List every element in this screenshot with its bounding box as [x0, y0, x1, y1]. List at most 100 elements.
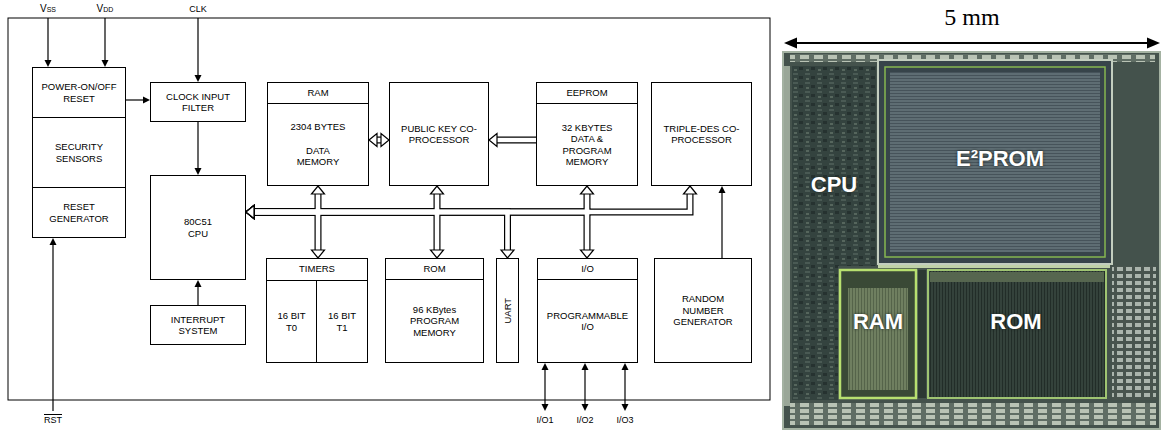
block-box: I/O PROGRAMMABLE I/O [537, 258, 638, 363]
arrow-head [542, 363, 549, 370]
ram-array [848, 288, 908, 390]
block-box: PUBLIC KEY CO-PROCESSOR [389, 82, 489, 186]
arrow-head [246, 206, 254, 219]
block-box: ROM96 KBytes PROGRAM MEMORY [385, 258, 484, 363]
arrow-head [102, 60, 109, 67]
pin-label: VSS [40, 3, 56, 15]
block-label: RANDOM NUMBER GENERATOR [668, 293, 738, 327]
pad-column [784, 66, 790, 406]
arrow-head [582, 404, 589, 411]
pin-wire [47, 18, 48, 61]
bus-connector [252, 212, 318, 252]
region-label: RAM [853, 309, 903, 334]
rom-array [928, 270, 1106, 398]
bus-inner [252, 212, 318, 252]
arrow-head [501, 250, 514, 258]
block-label: DATA MEMORY [285, 145, 351, 168]
block-box: POWER-ON/OFF RESET [32, 67, 126, 118]
block-label: TRIPLE-DES CO-PROCESSOR [659, 123, 745, 146]
block-body: PROGRAMMABLE I/O [538, 280, 637, 362]
bus-inner [252, 192, 690, 212]
bus-inner [252, 212, 587, 252]
arrow-head [246, 206, 254, 219]
block-heading: I/O [538, 259, 637, 280]
arrow-head [143, 97, 150, 104]
block-label: 16 BIT T1 [323, 310, 361, 333]
block-label: PROGRAMMABLE I/O [546, 310, 630, 333]
arrow-head [431, 186, 444, 194]
block-label: CLOCK INPUT FILTER [158, 91, 238, 114]
block-box: RANDOM NUMBER GENERATOR [654, 258, 752, 363]
eeprom-frame [878, 60, 1112, 264]
arrow-head [431, 250, 444, 258]
io-cells [1112, 266, 1156, 400]
block-label: SECURITY SENSORS [36, 141, 122, 164]
die-ground [783, 52, 1160, 429]
arrow-head [719, 186, 726, 193]
cpu-logic [792, 266, 838, 400]
region-label: CPU [811, 172, 857, 197]
signal-arrow [721, 191, 722, 258]
die-photo [783, 52, 1160, 429]
arrow-head [246, 206, 254, 219]
pin-wire [624, 369, 625, 405]
arrow-head [622, 404, 629, 411]
arrow-head [246, 206, 254, 219]
arrow-head [195, 75, 202, 82]
pin-label: VDD [97, 3, 114, 15]
block-heading: RAM [268, 83, 368, 104]
block-box: TRIPLE-DES CO-PROCESSOR [651, 82, 752, 186]
block-label: 32 KBYTES DATA & PROGRAM MEMORY [555, 122, 619, 168]
region-label: ROM [990, 309, 1041, 334]
block-body: 32 KBYTES DATA & PROGRAM MEMORY [537, 104, 637, 185]
signal-arrow [197, 122, 198, 170]
arrow-head [246, 206, 254, 219]
ram-frame [840, 270, 916, 398]
block-label: 96 KBytes PROGRAM MEMORY [403, 304, 467, 338]
arrow-head [784, 38, 797, 49]
block-label: 2304 BYTES [291, 121, 346, 132]
block-box: RAM 2304 BYTES DATA MEMORY [267, 82, 369, 186]
timer-cell: 16 BIT T1 [317, 280, 367, 362]
dimension-line [795, 42, 1150, 44]
cpu-logic [792, 66, 876, 266]
region-label: E²PROM [956, 146, 1044, 171]
arrow-head [489, 134, 497, 147]
block-label: INTERRUPT SYSTEM [155, 314, 241, 337]
arrow-head [246, 206, 254, 219]
signal-arrow [126, 99, 145, 100]
pin-wire [584, 369, 585, 405]
die-strip [878, 265, 1110, 268]
arrow-head [381, 134, 389, 147]
bus-connector [252, 212, 437, 252]
bus-inner [252, 212, 508, 252]
block-box: RESET GENERATOR [32, 187, 126, 238]
arrow-head [195, 280, 202, 287]
block-box: CLOCK INPUT FILTER [150, 82, 246, 122]
arrow-head [581, 186, 594, 194]
bus-inner [252, 192, 437, 212]
bus-inner [495, 138, 536, 143]
eeprom-ring [885, 67, 1105, 257]
bus-connector [495, 137, 536, 144]
arrow-head [312, 186, 325, 194]
block-label: UART [502, 298, 513, 324]
block-box: TIMERS16 BIT T016 BIT T1 [266, 258, 368, 363]
pin-label: RST [44, 415, 62, 425]
pin-label: I/O2 [576, 415, 593, 425]
die-strip [918, 270, 926, 398]
pin-label: CLK [189, 4, 207, 14]
rom-band [930, 272, 1104, 282]
block-box: SECURITY SENSORS [32, 117, 126, 188]
block-label: 80C51 CPU [178, 216, 218, 239]
block-body: 2304 BYTES DATA MEMORY [268, 104, 368, 185]
block-label: RESET GENERATOR [36, 201, 122, 224]
bus-inner [252, 192, 318, 212]
block-label: PUBLIC KEY CO-PROCESSOR [396, 123, 482, 146]
dimension-label: 5 mm [944, 4, 999, 32]
pad-row [790, 403, 1156, 425]
pin-wire [544, 369, 545, 405]
block-box: 80C51 CPU [150, 175, 246, 280]
block-label: POWER-ON/OFF RESET [36, 81, 122, 104]
